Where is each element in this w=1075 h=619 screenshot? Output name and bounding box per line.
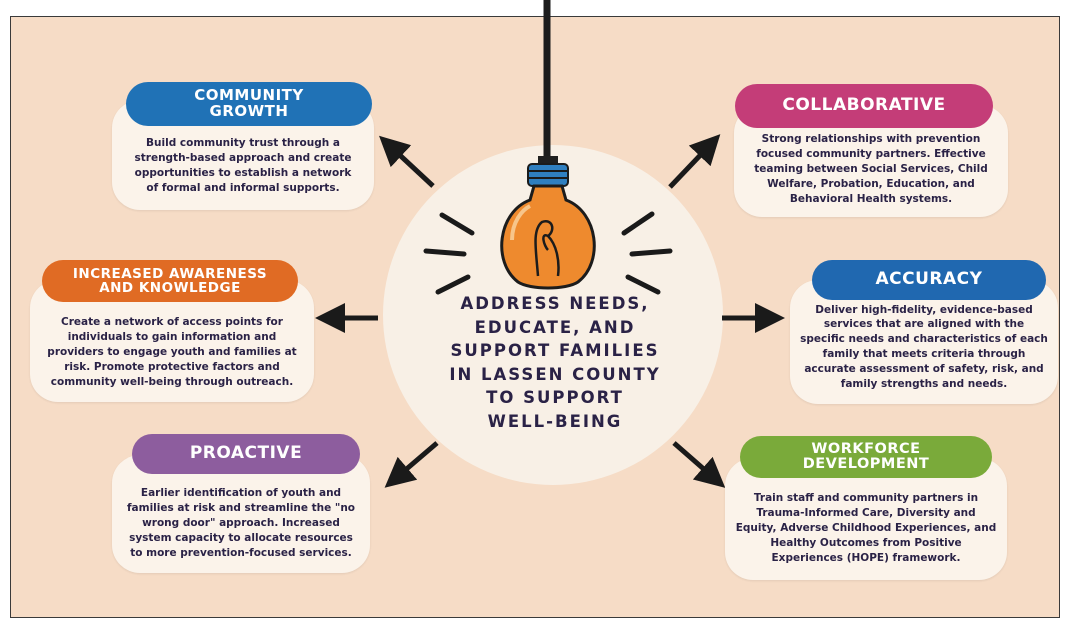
proactive-title: PROACTIVE — [132, 434, 360, 474]
arrow-community-growth — [379, 135, 435, 188]
light-rays-icon — [423, 211, 673, 295]
increased-awareness-title: INCREASED AWARENESS AND KNOWLEDGE — [42, 260, 298, 302]
community-growth-title: COMMUNITY GROWTH — [126, 82, 372, 126]
workforce-body: Train staff and community partners in Tr… — [735, 492, 997, 565]
collaborative-title: COLLABORATIVE — [735, 84, 993, 128]
accuracy-card: Deliver high-fidelity, evidence-based se… — [790, 280, 1058, 404]
proactive-card: Earlier identification of youth and fami… — [112, 455, 370, 573]
lightbulb-icon — [500, 184, 596, 290]
title-line: INCREASED AWARENESS — [72, 265, 268, 282]
lightbulb-socket-icon — [527, 156, 569, 187]
title-line: DEVELOPMENT — [802, 456, 930, 472]
title-line: WORKFORCE — [811, 440, 921, 457]
center-line: EDUCATE, AND — [474, 317, 636, 337]
title-line: COLLABORATIVE — [782, 95, 946, 116]
accuracy-body: Deliver high-fidelity, evidence-based se… — [800, 303, 1048, 391]
center-line: TO SUPPORT — [486, 388, 624, 407]
arrow-workforce — [672, 441, 726, 488]
arrow-proactive — [384, 441, 439, 488]
arrow-collaborative — [668, 134, 721, 189]
center-line: ADDRESS NEEDS, — [460, 294, 650, 313]
title-line: ACCURACY — [875, 269, 983, 290]
center-line: SUPPORT FAMILIES — [450, 341, 660, 360]
title-line: COMMUNITY — [194, 86, 304, 105]
community-growth-body: Build community trust through a strength… — [134, 137, 352, 195]
center-line: IN LASSEN COUNTY — [449, 364, 661, 384]
workforce-card: Train staff and community partners in Tr… — [725, 458, 1007, 580]
center-line: WELL-BEING — [487, 411, 623, 431]
workforce-title: WORKFORCE DEVELOPMENT — [740, 436, 992, 478]
collaborative-body: Strong relationships with prevention foc… — [754, 133, 988, 206]
center-statement: ADDRESS NEEDS, EDUCATE, AND SUPPORT FAMI… — [430, 292, 680, 433]
proactive-body: Earlier identification of youth and fami… — [126, 487, 356, 560]
title-line: AND KNOWLEDGE — [99, 280, 241, 296]
title-line: PROACTIVE — [189, 443, 303, 464]
increased-awareness-body: Create a network of access points for in… — [47, 316, 297, 389]
title-line: GROWTH — [209, 102, 289, 120]
accuracy-title: ACCURACY — [812, 260, 1046, 300]
